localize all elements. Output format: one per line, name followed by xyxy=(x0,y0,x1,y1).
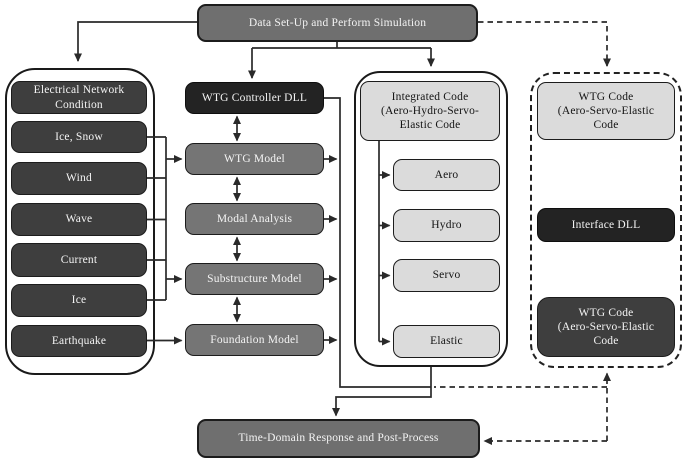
node-ice-snow: Ice, Snow xyxy=(11,121,147,153)
node-label: Substructure Model xyxy=(207,272,302,285)
node-label: WTG Controller DLL xyxy=(201,91,308,104)
node-label: Electrical Network Condition xyxy=(33,84,125,111)
node-ice: Ice xyxy=(11,284,147,317)
node-label: Modal Analysis xyxy=(216,212,293,225)
node-foundation-model: Foundation Model xyxy=(185,324,324,356)
node-data-setup: Data Set-Up and Perform Simulation xyxy=(197,4,478,42)
node-modal-analysis: Modal Analysis xyxy=(185,203,324,235)
node-wind: Wind xyxy=(11,162,147,195)
node-label: Hydro xyxy=(431,219,462,232)
node-substructure-model: Substructure Model xyxy=(185,263,324,295)
node-label: WTG Code (Aero-Servo-Elastic Code xyxy=(557,306,655,347)
node-time-domain-response: Time-Domain Response and Post-Process xyxy=(197,419,480,458)
node-interface-dll: Interface DLL xyxy=(537,208,675,242)
node-label: Data Set-Up and Perform Simulation xyxy=(248,16,427,29)
node-label: Interface DLL xyxy=(571,218,641,231)
node-wtg-controller-dll: WTG Controller DLL xyxy=(185,82,324,114)
node-wave: Wave xyxy=(11,203,147,236)
node-wtg-code-bottom: WTG Code (Aero-Servo-Elastic Code xyxy=(537,297,675,357)
node-wtg-code-top: WTG Code (Aero-Servo-Elastic Code xyxy=(537,82,675,140)
node-elastic: Elastic xyxy=(393,325,500,358)
node-earthquake: Earthquake xyxy=(11,325,147,357)
node-label: Current xyxy=(60,253,98,266)
node-current: Current xyxy=(11,243,147,277)
node-label: WTG Code (Aero-Servo-Elastic Code xyxy=(557,90,655,131)
node-label: Wave xyxy=(65,213,93,226)
node-label: Servo xyxy=(432,269,461,282)
node-servo: Servo xyxy=(393,259,500,292)
node-label: WTG Model xyxy=(224,152,285,165)
node-wtg-model: WTG Model xyxy=(185,143,324,175)
node-label: Elastic xyxy=(430,335,463,348)
node-integrated-code-header: Integrated Code (Aero-Hydro-Servo- Elast… xyxy=(360,81,500,141)
node-aero: Aero xyxy=(393,159,500,191)
node-hydro: Hydro xyxy=(393,209,500,242)
node-label: Wind xyxy=(66,172,92,185)
node-label: Foundation Model xyxy=(210,333,299,346)
node-label: Ice, Snow xyxy=(55,130,103,143)
node-label: Earthquake xyxy=(51,334,107,347)
node-label: Integrated Code (Aero-Hydro-Servo- Elast… xyxy=(380,90,480,131)
node-electrical-network-condition: Electrical Network Condition xyxy=(11,81,147,114)
node-label: Time-Domain Response and Post-Process xyxy=(238,432,439,445)
node-label: Ice xyxy=(71,294,87,307)
node-label: Aero xyxy=(434,168,459,181)
